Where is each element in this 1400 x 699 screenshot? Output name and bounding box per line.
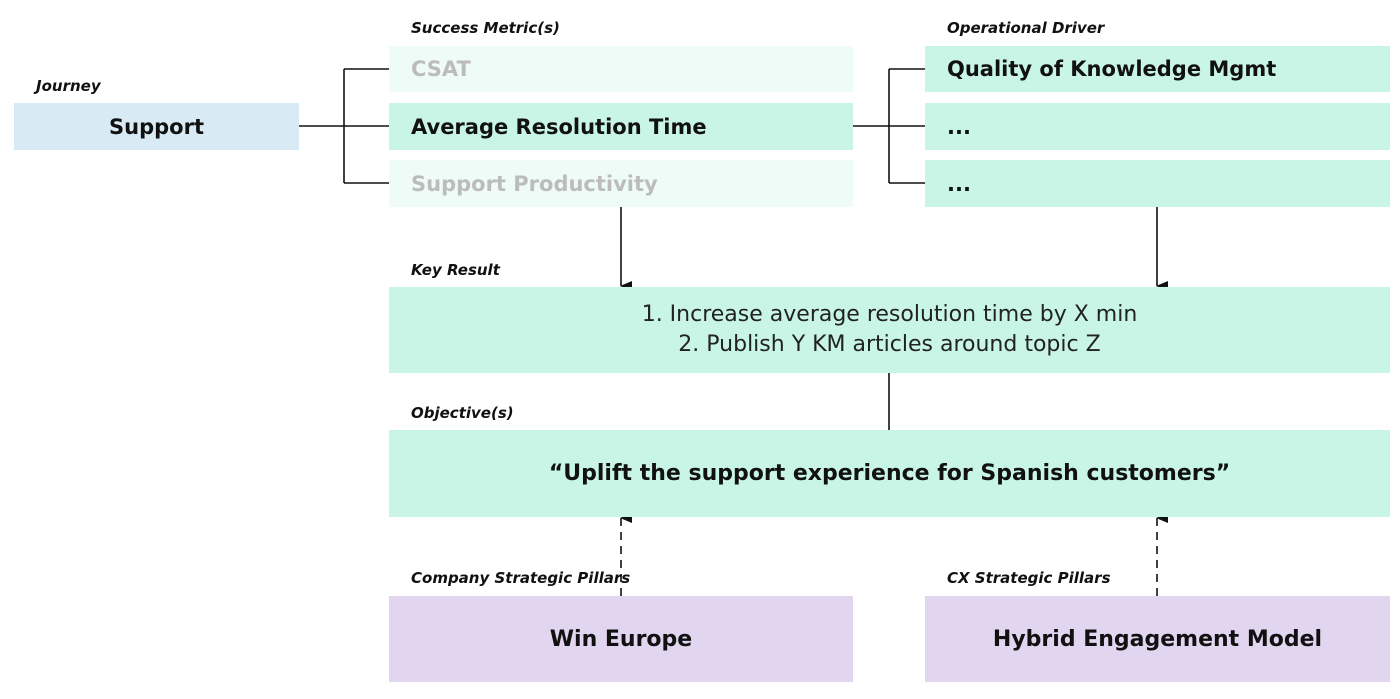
journey-box: Support (14, 103, 299, 150)
operational-driver-box: Quality of Knowledge Mgmt (925, 46, 1390, 92)
objectives-section-label: Objective(s) (411, 404, 514, 422)
key-result-section-label: Key Result (411, 261, 500, 279)
operational-driver-label: Quality of Knowledge Mgmt (947, 57, 1277, 81)
success-metric-box: CSAT (389, 46, 853, 92)
cx-pillar-label: Hybrid Engagement Model (992, 626, 1323, 652)
success-metric-label: Average Resolution Time (411, 114, 707, 139)
journey-section-label: Journey (36, 77, 101, 95)
success-metric-label: CSAT (411, 57, 471, 81)
success-metric-box: Support Productivity (389, 160, 853, 207)
company-pillars-section-label: Company Strategic Pillars (411, 569, 631, 587)
cx-pillar-box: Hybrid Engagement Model (925, 596, 1390, 682)
operational-driver-section-label: Operational Driver (947, 19, 1105, 37)
success-metrics-section-label: Success Metric(s) (411, 19, 560, 37)
key-result-box: 1. Increase average resolution time by X… (389, 287, 1390, 373)
success-metric-box-selected: Average Resolution Time (389, 103, 853, 150)
objective-box: “Uplift the support experience for Spani… (389, 430, 1390, 517)
operational-driver-box: ... (925, 103, 1390, 150)
journey-label: Support (109, 114, 204, 139)
objective-label: “Uplift the support experience for Spani… (548, 461, 1231, 486)
cx-pillars-section-label: CX Strategic Pillars (947, 569, 1111, 587)
operational-driver-box: ... (925, 160, 1390, 207)
key-result-line-1: 1. Increase average resolution time by X… (641, 302, 1138, 327)
success-metric-label: Support Productivity (411, 171, 658, 196)
operational-driver-label: ... (947, 171, 971, 196)
company-pillar-box: Win Europe (389, 596, 853, 682)
operational-driver-label: ... (947, 114, 971, 139)
company-pillar-label: Win Europe (549, 626, 693, 652)
key-result-line-2: 2. Publish Y KM articles around topic Z (678, 332, 1101, 357)
